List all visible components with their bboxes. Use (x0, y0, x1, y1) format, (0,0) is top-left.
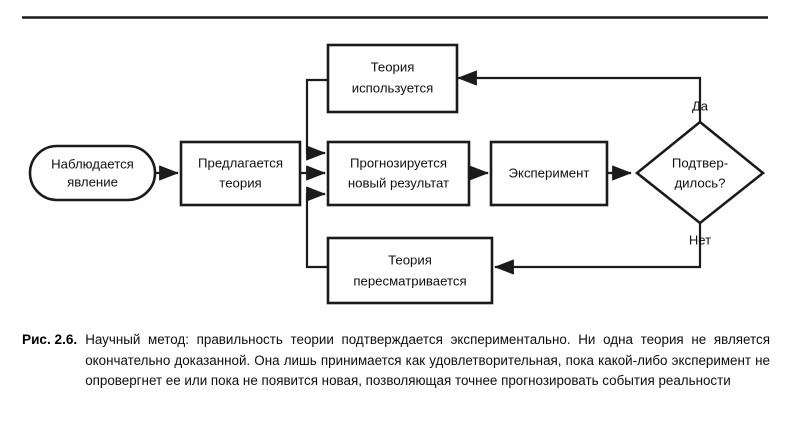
node-theory-used-line1: Теория (371, 59, 415, 74)
node-observation[interactable]: Наблюдается явление (28, 144, 157, 202)
edge-decision-yes-to-theoryused (457, 70, 702, 124)
node-experiment-line1: Эксперимент (509, 165, 590, 180)
node-decision-confirmed-shape (634, 120, 766, 225)
edge-decision-no-to-revise (494, 221, 702, 275)
node-decision-confirmed-line1: Подтвер- (672, 155, 728, 170)
caption-row: Рис. 2.6. Научный метод: правильность те… (22, 330, 770, 392)
node-observation-shape (28, 144, 157, 202)
edge-revise-to-predict (305, 186, 328, 269)
node-propose-theory[interactable]: Предлагается теория (179, 140, 302, 207)
node-propose-theory-line1: Предлагается (198, 155, 283, 170)
node-revise-theory-line1: Теория (388, 252, 432, 267)
node-revise-theory-shape (326, 236, 494, 305)
figure-caption: Рис. 2.6. Научный метод: правильность те… (22, 330, 770, 392)
figure-caption-text: Научный метод: правильность теории подтв… (85, 332, 770, 388)
node-theory-used[interactable]: Теория используется (326, 43, 459, 114)
node-predict-result-shape (326, 140, 471, 207)
node-decision-confirmed[interactable]: Подтвер- дилось? (634, 120, 766, 225)
branch-label-yes: Да (692, 98, 709, 113)
figure-number-label: Рис. 2.6. (22, 332, 78, 347)
node-predict-result[interactable]: Прогнозируется новый результат (326, 140, 471, 207)
node-theory-used-line2: используется (352, 80, 434, 95)
node-revise-theory[interactable]: Теория пересматривается (326, 236, 494, 305)
node-propose-theory-line2: теория (219, 175, 261, 190)
node-predict-result-line1: Прогнозируется (350, 155, 447, 170)
node-experiment[interactable]: Эксперимент (489, 140, 609, 207)
branch-label-no: Нет (689, 232, 711, 247)
node-decision-confirmed-line2: дилось? (674, 175, 725, 190)
node-observation-line1: Наблюдается (51, 156, 134, 171)
edge-theoryused-to-predict (305, 78, 328, 161)
node-predict-result-line2: новый результат (348, 175, 449, 190)
node-revise-theory-line2: пересматривается (353, 273, 466, 288)
node-theory-used-shape (326, 43, 459, 114)
node-propose-theory-shape (179, 140, 302, 207)
node-experiment-shape (489, 140, 609, 207)
flowchart-canvas: Наблюдается явление Предлагается теория … (22, 16, 768, 305)
node-observation-line2: явление (67, 174, 118, 189)
